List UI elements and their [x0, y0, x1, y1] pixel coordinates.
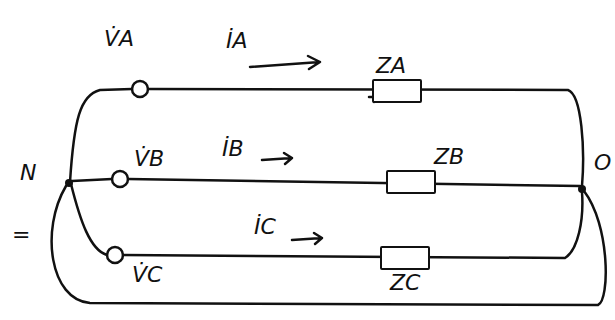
- wire-c: [71, 184, 582, 258]
- current-arrow-b: [262, 153, 292, 164]
- source-b: [112, 171, 128, 187]
- wire-b: [72, 179, 580, 186]
- impedance-node: ZA: [372, 53, 422, 103]
- source-c: [107, 247, 123, 263]
- impedance-node: ZC: [380, 246, 430, 296]
- current-arrow-c: [292, 233, 322, 244]
- impedance-label: ZC: [390, 270, 430, 296]
- circuit-label: İC: [254, 214, 276, 240]
- circuit-label: V̇B: [134, 146, 164, 172]
- impedance-label: ZB: [434, 144, 464, 170]
- source-a: [132, 81, 148, 97]
- wire-neutral: [52, 186, 606, 305]
- current-arrow-a: [250, 56, 320, 69]
- circuit-label: O: [594, 150, 611, 176]
- circuit-label: V̇A: [104, 26, 134, 52]
- circuit-label: V̇C: [132, 262, 162, 288]
- impedance-box: [372, 79, 422, 103]
- circuit-label: İA: [226, 28, 248, 54]
- impedance-box: [380, 246, 430, 270]
- node-n: [65, 179, 73, 187]
- wire-a: [70, 89, 583, 186]
- circuit-label: N: [20, 160, 36, 186]
- circuit-label: =: [12, 222, 30, 248]
- node-o: [578, 185, 586, 193]
- impedance-node: ZB: [386, 144, 464, 194]
- circuit-label: İB: [222, 136, 244, 162]
- impedance-label: ZA: [376, 53, 422, 79]
- impedance-box: [386, 170, 436, 194]
